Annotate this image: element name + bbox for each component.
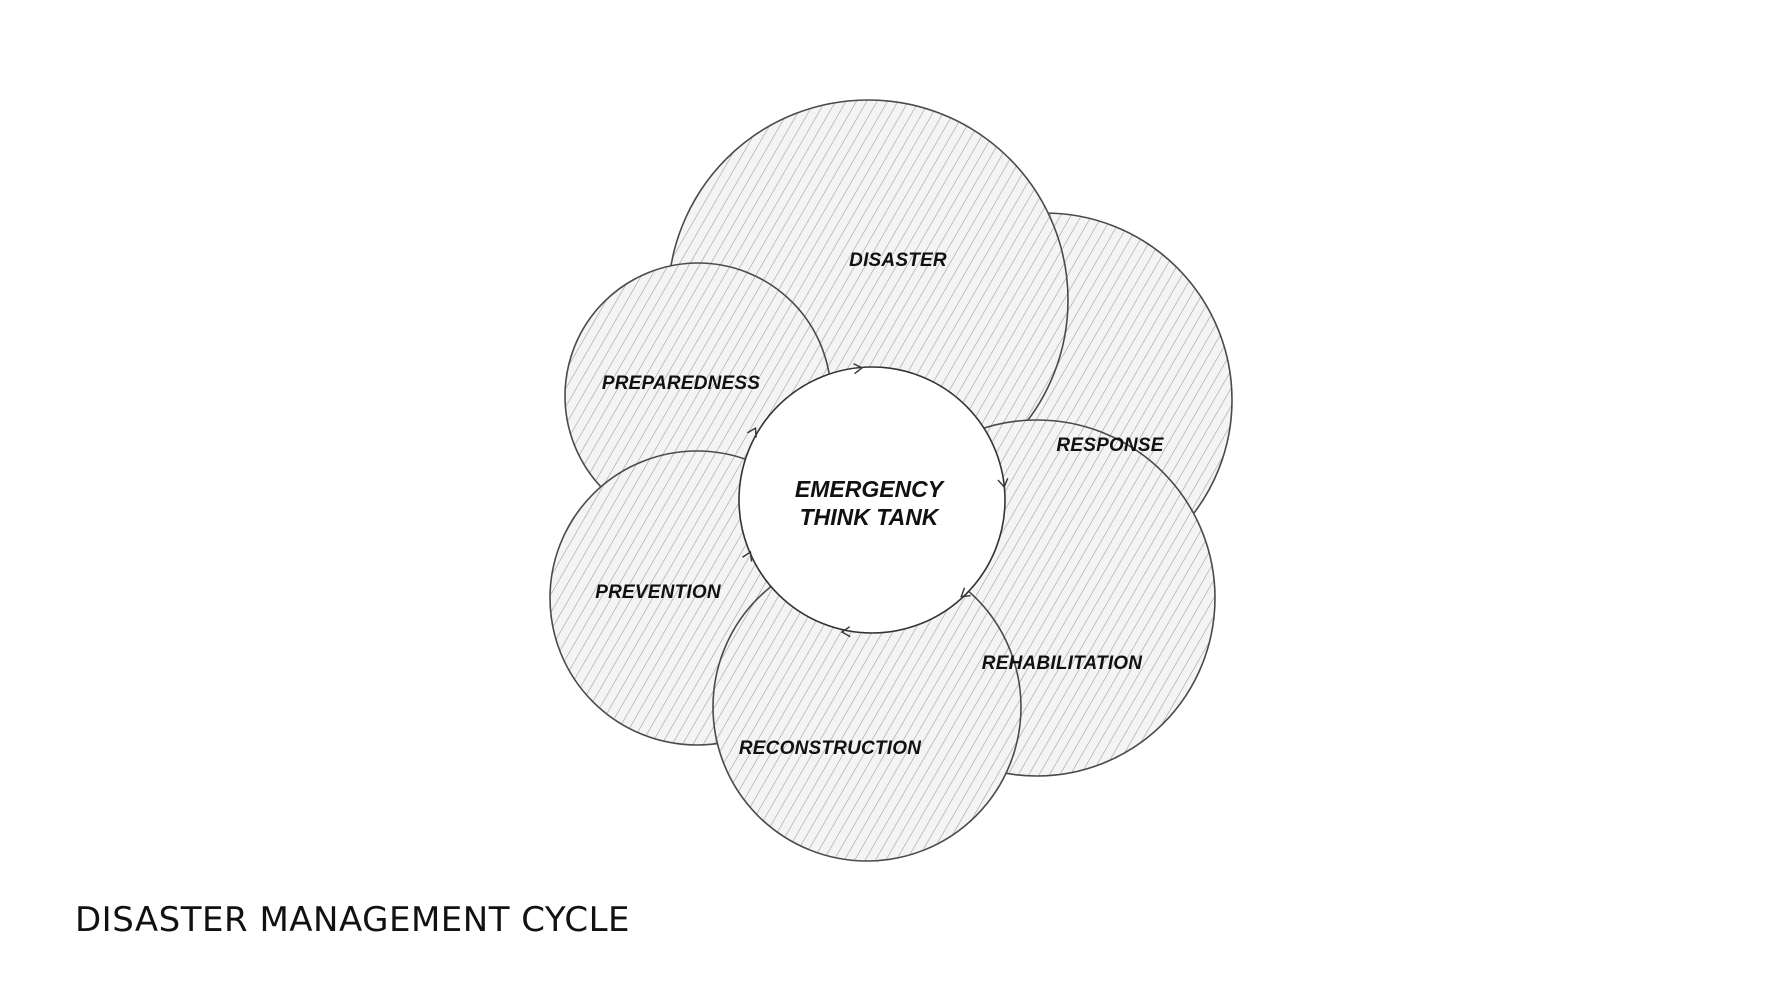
center-label-line2: THINK TANK — [800, 504, 940, 530]
phase-label-disaster: DISASTER — [849, 250, 947, 271]
phase-labels: DISASTER RESPONSE REHABILITATION RECONST… — [595, 250, 1164, 759]
phase-label-reconstruction: RECONSTRUCTION — [739, 738, 922, 759]
phase-label-prevention: PREVENTION — [595, 582, 722, 603]
center-label-line1: EMERGENCY — [795, 476, 946, 502]
page-caption: DISASTER MANAGEMENT CYCLE — [75, 900, 631, 940]
phase-label-response: RESPONSE — [1056, 435, 1164, 456]
center-label: EMERGENCY THINK TANK — [795, 476, 946, 530]
phase-label-rehabilitation: REHABILITATION — [982, 653, 1143, 674]
phase-label-preparedness: PREPAREDNESS — [602, 373, 760, 394]
center-circle — [738, 366, 1006, 634]
